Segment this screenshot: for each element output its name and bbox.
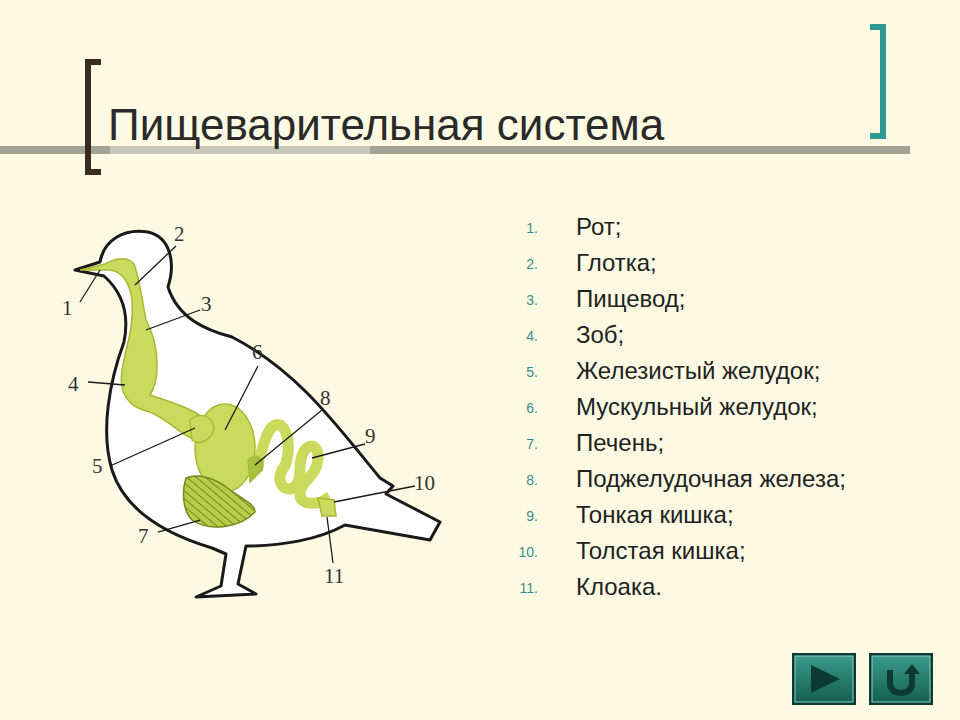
list-item: Тонкая кишка; xyxy=(576,503,734,527)
list-number: 5. xyxy=(526,365,538,379)
nav-buttons xyxy=(792,653,933,705)
callout-number: 7 xyxy=(138,526,149,547)
callout-number: 5 xyxy=(92,456,103,477)
list-number: 7. xyxy=(526,437,538,451)
list-item: Зоб; xyxy=(576,323,624,347)
callout-number: 11 xyxy=(324,566,344,587)
callout-number: 2 xyxy=(174,224,185,245)
beak-base xyxy=(100,250,104,262)
leader-lines xyxy=(80,246,415,563)
list-number: 6. xyxy=(526,401,538,415)
list-number: 11. xyxy=(520,581,538,595)
callout-number: 8 xyxy=(320,388,331,409)
slide-title: Пищеварительная система xyxy=(108,100,664,150)
callout-number: 4 xyxy=(68,374,79,395)
list-item: Глотка; xyxy=(576,251,657,275)
cloaca xyxy=(318,498,336,516)
list-item: Поджелудочная железа; xyxy=(576,467,846,491)
list-item: Мускульный желудок; xyxy=(576,395,818,419)
list-item: Пищевод; xyxy=(576,287,685,311)
list-number: 1. xyxy=(526,221,538,235)
right-bracket xyxy=(870,27,883,136)
esophagus-crop xyxy=(80,259,205,440)
play-icon xyxy=(811,665,840,693)
callout-number: 9 xyxy=(365,426,376,447)
callout-number: 1 xyxy=(62,298,73,319)
callout-number: 3 xyxy=(201,294,212,315)
list-item: Толстая кишка; xyxy=(576,539,746,563)
list-item: Рот; xyxy=(576,215,621,239)
callout-number: 10 xyxy=(414,473,435,494)
digestive-tract xyxy=(80,259,336,527)
liver xyxy=(184,476,255,527)
bird-outline xyxy=(75,231,440,597)
callout-number: 6 xyxy=(252,342,263,363)
list-number: 3. xyxy=(526,293,538,307)
list-item: Клоака. xyxy=(576,575,662,599)
left-bracket xyxy=(88,62,101,172)
list-item: Железистый желудок; xyxy=(576,359,820,383)
list-number: 4. xyxy=(526,329,538,343)
list-item: Печень; xyxy=(576,431,664,455)
list-number: 9. xyxy=(526,509,538,523)
list-number: 10. xyxy=(519,545,538,559)
list-number: 2. xyxy=(526,257,538,271)
list-number: 8. xyxy=(526,473,538,487)
